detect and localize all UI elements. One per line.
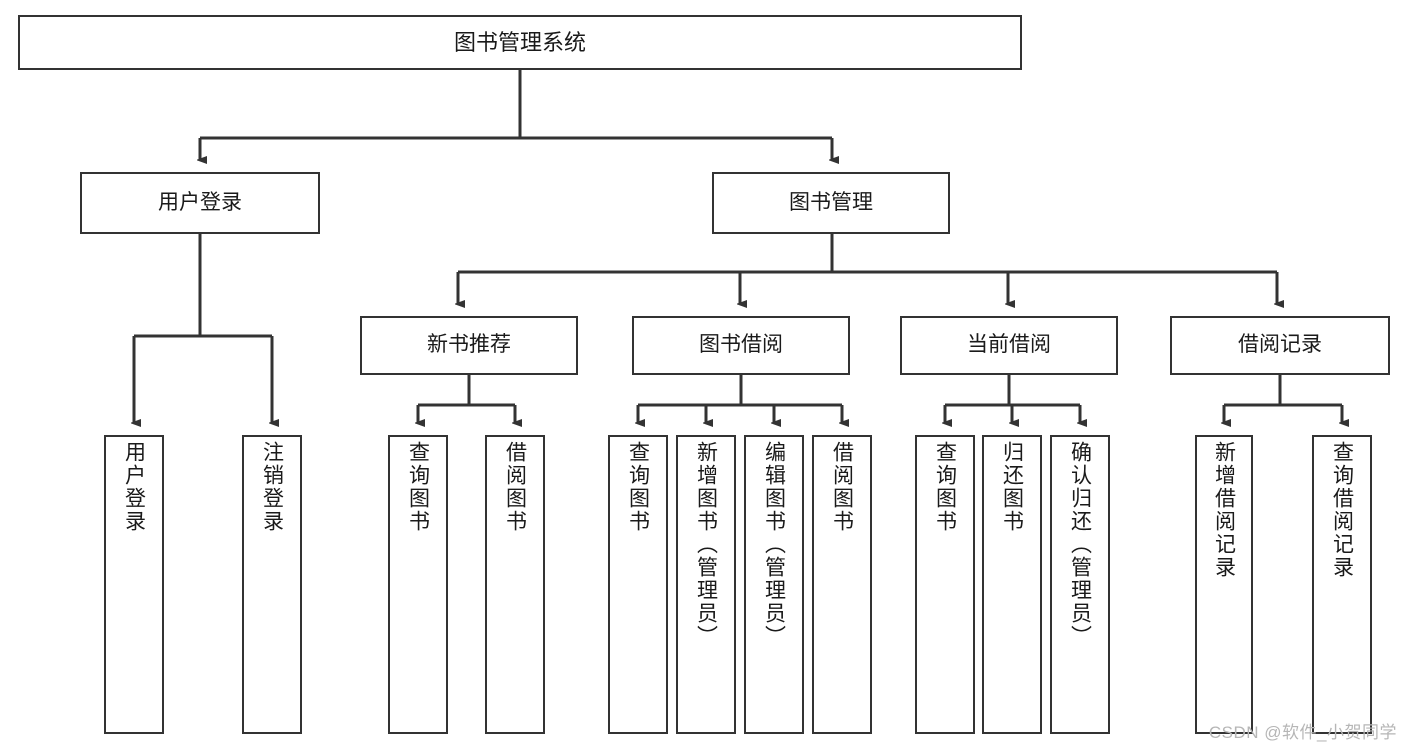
- node-book-borrow-label: 图书借阅: [699, 333, 783, 357]
- node-book-management-label: 图书管理: [789, 190, 873, 214]
- leaf-query-book-recommend[interactable]: 查询图书: [388, 435, 448, 734]
- leaf-user-login[interactable]: 用户登录: [104, 435, 164, 734]
- node-book-management[interactable]: 图书管理: [712, 172, 950, 234]
- leaf-query-borrow-record-label: 查询借阅记录: [1330, 441, 1354, 579]
- leaf-confirm-return-admin[interactable]: 确认归还（管理员）: [1050, 435, 1110, 734]
- node-new-book-recommend[interactable]: 新书推荐: [360, 316, 578, 375]
- leaf-query-borrow-record[interactable]: 查询借阅记录: [1312, 435, 1372, 734]
- node-borrow-record[interactable]: 借阅记录: [1170, 316, 1390, 375]
- node-current-borrow[interactable]: 当前借阅: [900, 316, 1118, 375]
- leaf-borrow-book-recommend[interactable]: 借阅图书: [485, 435, 545, 734]
- leaf-logout[interactable]: 注销登录: [242, 435, 302, 734]
- leaf-query-book-borrow-label: 查询图书: [626, 441, 650, 533]
- node-borrow-record-label: 借阅记录: [1238, 333, 1322, 357]
- node-book-borrow[interactable]: 图书借阅: [632, 316, 850, 375]
- leaf-query-book-current-label: 查询图书: [933, 441, 957, 533]
- leaf-return-book-label: 归还图书: [1000, 441, 1024, 533]
- leaf-logout-label: 注销登录: [260, 441, 284, 533]
- leaf-add-book-admin-label: 新增图书（管理员）: [694, 441, 718, 648]
- node-current-borrow-label: 当前借阅: [967, 333, 1051, 357]
- watermark: CSDN @软件_小贺同学: [1208, 723, 1397, 742]
- leaf-return-book[interactable]: 归还图书: [982, 435, 1042, 734]
- node-root-label: 图书管理系统: [453, 29, 586, 55]
- leaf-borrow-book[interactable]: 借阅图书: [812, 435, 872, 734]
- leaf-edit-book-admin[interactable]: 编辑图书（管理员）: [744, 435, 804, 734]
- leaf-borrow-book-label: 借阅图书: [830, 441, 854, 533]
- leaf-query-book-borrow[interactable]: 查询图书: [608, 435, 668, 734]
- leaf-add-borrow-record-label: 新增借阅记录: [1212, 441, 1236, 579]
- node-root[interactable]: 图书管理系统: [18, 15, 1022, 70]
- leaf-borrow-book-recommend-label: 借阅图书: [503, 441, 527, 533]
- leaf-query-book-recommend-label: 查询图书: [406, 441, 430, 533]
- node-new-book-recommend-label: 新书推荐: [427, 333, 511, 357]
- node-user-login[interactable]: 用户登录: [80, 172, 320, 234]
- leaf-edit-book-admin-label: 编辑图书（管理员）: [762, 441, 786, 648]
- leaf-user-login-label: 用户登录: [122, 441, 146, 533]
- leaf-add-borrow-record[interactable]: 新增借阅记录: [1195, 435, 1253, 734]
- leaf-query-book-current[interactable]: 查询图书: [915, 435, 975, 734]
- leaf-add-book-admin[interactable]: 新增图书（管理员）: [676, 435, 736, 734]
- node-user-login-label: 用户登录: [158, 190, 242, 214]
- leaf-confirm-return-admin-label: 确认归还（管理员）: [1068, 441, 1092, 648]
